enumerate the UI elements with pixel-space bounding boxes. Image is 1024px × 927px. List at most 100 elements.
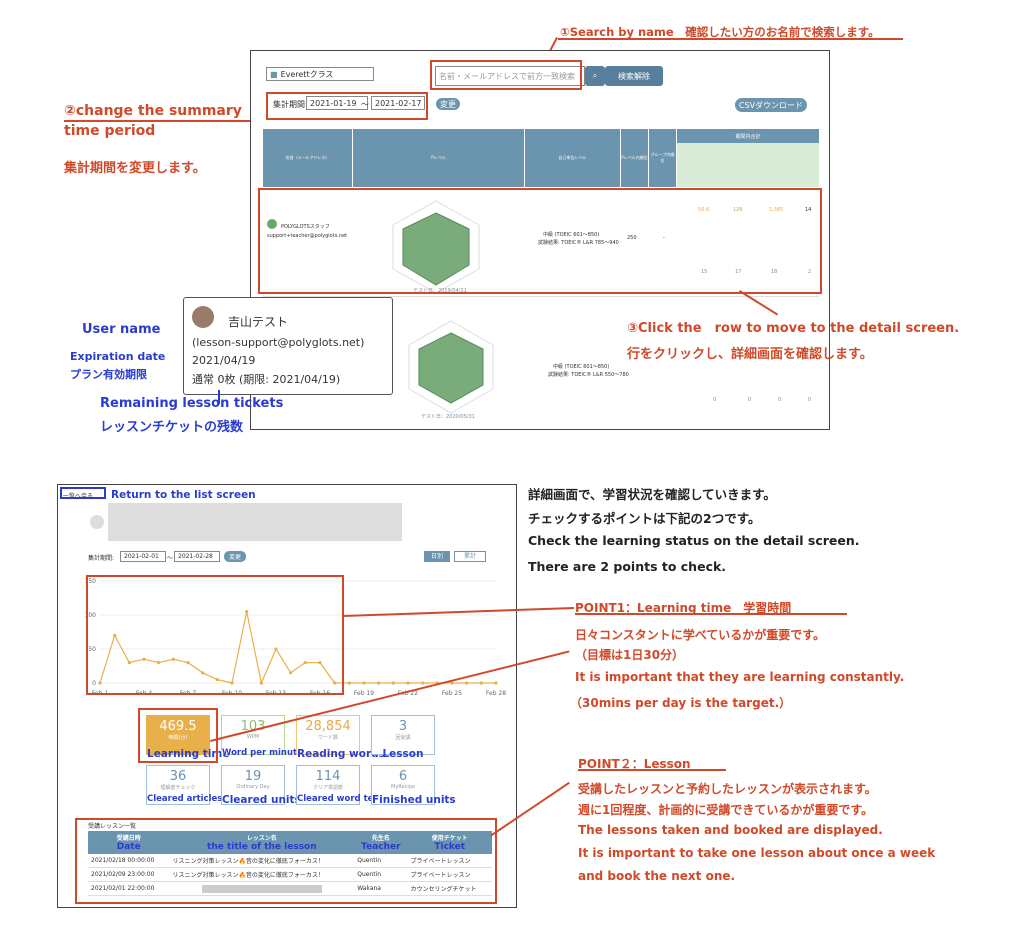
table-cell: カウンセリングチケット (407, 881, 492, 896)
annotation-click: ③Click the row to move to the detail scr… (627, 321, 960, 336)
table-cell: 2021/02/09 23:00:00 (88, 867, 170, 882)
stat-caption: Cleared articles (147, 794, 223, 804)
data-point (362, 681, 366, 685)
lessons-header-caption: Ticket (434, 842, 466, 852)
avatar (192, 306, 214, 328)
table-row[interactable]: テスト日：2020/05/31 中級 (TOEIC 601〜850) 試験結果:… (263, 309, 819, 421)
underline-search (558, 38, 903, 40)
search-clear-button[interactable]: 検索解除 (605, 66, 663, 86)
table-cell: リスニング対策レッスン🔥音の変化に徹底フォーカス！ (169, 854, 355, 868)
annotation-period: ②change the summary time period (64, 103, 242, 139)
annotation-expiration: Expiration date (70, 350, 166, 363)
header-rank: Pレベル内順位 (621, 129, 649, 187)
highlight-lessons (75, 818, 497, 904)
point2-en-1: The lessons taken and booked are display… (578, 823, 883, 837)
stat-caption: Learning time (147, 748, 230, 760)
intro-en-2: There are 2 points to check. (528, 559, 727, 574)
csv-download-button[interactable]: CSVダウンロード (735, 98, 807, 112)
avatar (90, 515, 104, 529)
header-name: 名前（メールアドレス） (263, 129, 353, 187)
row-result: 試験結果: TOEIC® L&R 785〜940 (538, 240, 619, 246)
row-val2-3: 2 (808, 269, 812, 275)
popup-user-name: 吉山テスト (228, 315, 289, 329)
data-point (201, 671, 205, 675)
data-point (479, 681, 483, 685)
search-input[interactable]: 名前・メールアドレスで前方一致検索 (435, 66, 585, 86)
header-group: グループ内順位 (649, 129, 677, 187)
table-row[interactable]: POLYGLOTSスタッフ support+teacher@polyglots.… (263, 189, 819, 297)
period-label: 集計期間: (273, 100, 308, 109)
period-change-button[interactable]: 変更 (224, 551, 246, 562)
intro-jp-2: チェックするポイントは下記の2つです。 (528, 511, 761, 526)
row-val2-1: 17 (735, 269, 742, 275)
annotation-return: Return to the list screen (111, 489, 256, 501)
header-level: Pレベル (353, 129, 525, 187)
tab-daily[interactable]: 日別 (424, 551, 450, 562)
avatar (267, 219, 277, 229)
period-from-input[interactable]: 2021-02-01 (120, 551, 166, 562)
row-val-1: 0 (748, 397, 752, 403)
lessons-header-label: レッスン名 (246, 835, 277, 842)
data-point (230, 681, 234, 685)
tab-cumulative[interactable]: 累計 (454, 551, 486, 562)
row-val-0: 0 (713, 397, 717, 403)
x-tick-label: Feb 28 (486, 690, 506, 697)
stat-label: 回受講 (395, 735, 411, 741)
y-tick-label: 100 (85, 612, 97, 619)
data-point (377, 681, 381, 685)
data-point (494, 681, 498, 685)
row-val-3: 0 (808, 397, 812, 403)
annotation-click-jp: 行をクリックし、詳細画面を確認します。 (627, 347, 873, 362)
table-cell: Quentin (354, 854, 408, 868)
annotation-remaining-jp: レッスンチケットの残数 (100, 420, 244, 435)
detail-screen-panel: 一覧へ戻る 集計期間: 2021-02-01 〜 2021-02-28 変更 日… (57, 484, 517, 908)
stat-label: WPM (246, 734, 260, 740)
intro-en-1: Check the learning status on the detail … (528, 533, 860, 548)
popup-email: (lesson-support@polyglots.net) (192, 336, 365, 349)
period-to-input[interactable]: 2021-02-17 (371, 96, 425, 110)
point2-en-3: and book the next one. (578, 869, 736, 883)
class-icon: ■ (270, 69, 278, 79)
period-to-input[interactable]: 2021-02-28 (174, 551, 220, 562)
search-button[interactable]: ⌕ (585, 66, 605, 86)
period-change-button[interactable]: 変更 (436, 98, 460, 110)
stat-caption: Cleared word tests (297, 794, 388, 804)
highlight-back (60, 487, 106, 499)
table-cell (169, 881, 355, 896)
data-point (142, 657, 146, 661)
header-period-group: 期間内合計 (677, 129, 819, 187)
row-result: 試験結果: TOEIC® L&R 550〜780 (548, 372, 629, 378)
period-sep: 〜 (167, 555, 174, 562)
user-popup: 吉山テスト (lesson-support@polyglots.net) 202… (183, 297, 393, 395)
row-group: - (663, 235, 665, 241)
data-point (391, 681, 395, 685)
period-label: 集計期間: (88, 555, 115, 562)
underline-point2 (578, 769, 726, 771)
list-table-header: 名前（メールアドレス） Pレベル 自己申告レベル Pレベル内順位 グループ内順位… (263, 129, 819, 187)
annotation-search: ①Search by name 確認したい方のお名前で検索します。 (560, 25, 880, 39)
lessons-title: 受講レッスン一覧 (88, 823, 137, 830)
data-point (245, 610, 249, 614)
period-from-input[interactable]: 2021-01-19 (306, 96, 368, 110)
back-to-list-button[interactable]: 一覧へ戻る (63, 493, 94, 500)
stat-label: ワード数 (317, 735, 338, 741)
y-tick-label: 0 (92, 680, 96, 687)
header-self-level: 自己申告レベル (525, 129, 621, 187)
stat-label: クリア単語数 (312, 785, 343, 791)
row-val-time: 50.6 (698, 207, 710, 213)
row-val2-2: 18 (771, 269, 778, 275)
class-select[interactable]: ■ Everettクラス (266, 67, 374, 81)
row-val2-0: 15 (701, 269, 708, 275)
lessons-header-caption: Date (116, 842, 141, 852)
popup-expiry: 2021/04/19 (192, 354, 256, 367)
table-cell: 2021/02/18 00:00:00 (88, 854, 170, 868)
table-cell: Wakana (354, 881, 408, 896)
